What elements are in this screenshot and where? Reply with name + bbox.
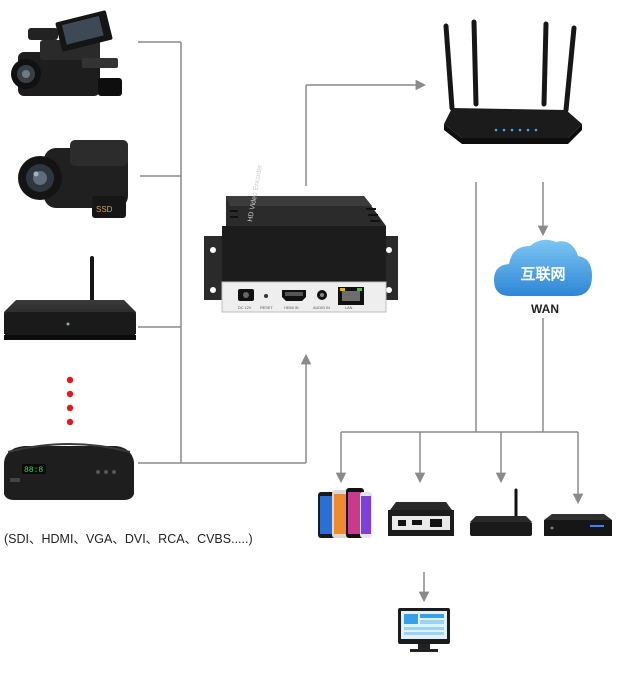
more-sources-dots: [66, 376, 74, 426]
svg-text:88:8: 88:8: [24, 466, 43, 475]
port-label-audio: AUDIO IN: [313, 306, 330, 310]
video-encoder-device: HD Video Encoder DC 12V RESET HDMI IN AU…: [204, 164, 398, 313]
smartphones-icon: [318, 488, 372, 538]
set-top-box-antenna-icon: [4, 256, 136, 340]
port-label-reset: RESET: [260, 306, 273, 310]
connectors: [138, 41, 584, 603]
reset-button: [264, 294, 268, 298]
handheld-camcorder-icon: SSD: [18, 140, 128, 218]
svg-text:SSD: SSD: [96, 205, 113, 214]
port-label-dc: DC 12V: [238, 306, 252, 310]
satellite-receiver-icon: 88:8: [4, 443, 134, 500]
internet-cloud-icon: 互联网: [494, 239, 592, 296]
nvr-box-icon: [544, 514, 612, 536]
cloud-chinese-label: 互联网: [520, 265, 565, 283]
pro-camcorder-icon: [11, 10, 122, 96]
wifi-router-icon: [443, 19, 582, 144]
android-box-icon: [470, 488, 532, 536]
monitor-icon: [398, 608, 450, 652]
sources-caption: (SDI、HDMI、VGA、DVI、RCA、CVBS.....): [4, 532, 253, 546]
port-label-lan: LAN: [345, 306, 353, 310]
decoder-box-icon: [388, 502, 454, 536]
wan-label: WAN: [531, 302, 559, 316]
port-label-hdmi: HDMI IN: [284, 306, 299, 310]
